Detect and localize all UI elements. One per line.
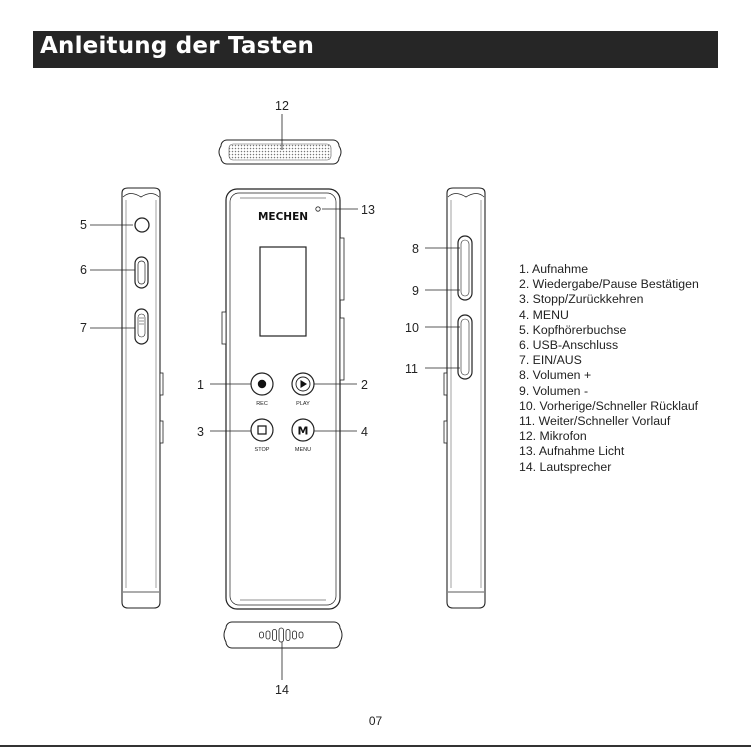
legend-item: 7. EIN/AUS <box>519 353 582 368</box>
play-button[interactable]: PLAY <box>291 372 315 407</box>
callout-11: 11 <box>405 362 418 376</box>
legend-item: 4. MENU <box>519 307 569 322</box>
rec-label: REC <box>256 401 268 407</box>
menu-button[interactable]: M MENU <box>291 418 315 453</box>
legend-item: 14. Lautsprecher <box>519 459 612 474</box>
speaker-holes <box>259 627 304 643</box>
legend-item: 12. Mikrofon <box>519 429 587 444</box>
legend-item: 11. Weiter/Schneller Vorlauf <box>519 414 671 429</box>
microphone-grille <box>228 143 332 161</box>
brand-logo: MECHEN <box>258 211 308 223</box>
callout-10: 10 <box>405 321 419 335</box>
headphone-jack <box>134 217 150 233</box>
stop-label: STOP <box>255 447 270 453</box>
callout-8: 8 <box>412 242 419 256</box>
callout-4: 4 <box>361 425 368 439</box>
volume-rocker <box>457 235 473 301</box>
left-side-view: 5 6 7 <box>80 187 164 609</box>
legend-item: 13. Aufnahme Licht <box>519 444 625 459</box>
callout-12: 12 <box>275 99 289 113</box>
page-title: Anleitung der Tasten <box>40 33 315 59</box>
menu-icon: M <box>298 425 309 438</box>
callout-14: 14 <box>275 683 289 697</box>
callout-13: 13 <box>361 203 375 217</box>
legend-item: 9. Volumen - <box>519 383 589 398</box>
page-number: 07 <box>368 714 383 728</box>
callout-7: 7 <box>80 321 87 335</box>
button-legend: 1. Aufnahme 2. Wiedergabe/Pause Bestätig… <box>519 262 699 475</box>
stop-button[interactable]: STOP <box>250 418 274 453</box>
record-light <box>315 206 321 212</box>
legend-item: 5. Kopfhörerbuchse <box>519 322 627 337</box>
display-screen <box>259 246 307 337</box>
record-icon <box>257 379 267 389</box>
skip-rocker <box>457 314 473 380</box>
callout-5: 5 <box>80 218 87 232</box>
usb-port <box>134 256 149 289</box>
legend-item: 3. Stopp/Zurückkehren <box>519 292 644 307</box>
callout-6: 6 <box>80 263 87 277</box>
callout-3: 3 <box>197 425 204 439</box>
menu-label: MENU <box>295 447 311 453</box>
legend-item: 6. USB-Anschluss <box>519 338 619 353</box>
callout-9: 9 <box>412 284 419 298</box>
legend-item: 1. Aufnahme <box>519 262 589 276</box>
callout-1: 1 <box>197 378 204 392</box>
legend-item: 8. Volumen + <box>519 368 592 383</box>
stop-icon <box>257 425 267 435</box>
right-side-view: 8 9 10 11 <box>405 187 486 609</box>
microphone-top-view: 12 <box>218 99 342 165</box>
title-bar: Anleitung der Tasten <box>33 31 718 68</box>
play-icon <box>300 380 307 388</box>
legend-item: 10. Vorherige/Schneller Rücklauf <box>519 398 699 413</box>
front-view: MECHEN 13 REC PLAY <box>197 188 375 610</box>
legend-item: 2. Wiedergabe/Pause Bestätigen <box>519 277 699 292</box>
callout-2: 2 <box>361 378 368 392</box>
speaker-bottom-view: 14 <box>223 621 343 697</box>
bottom-divider <box>0 745 751 747</box>
play-label: PLAY <box>296 401 310 407</box>
